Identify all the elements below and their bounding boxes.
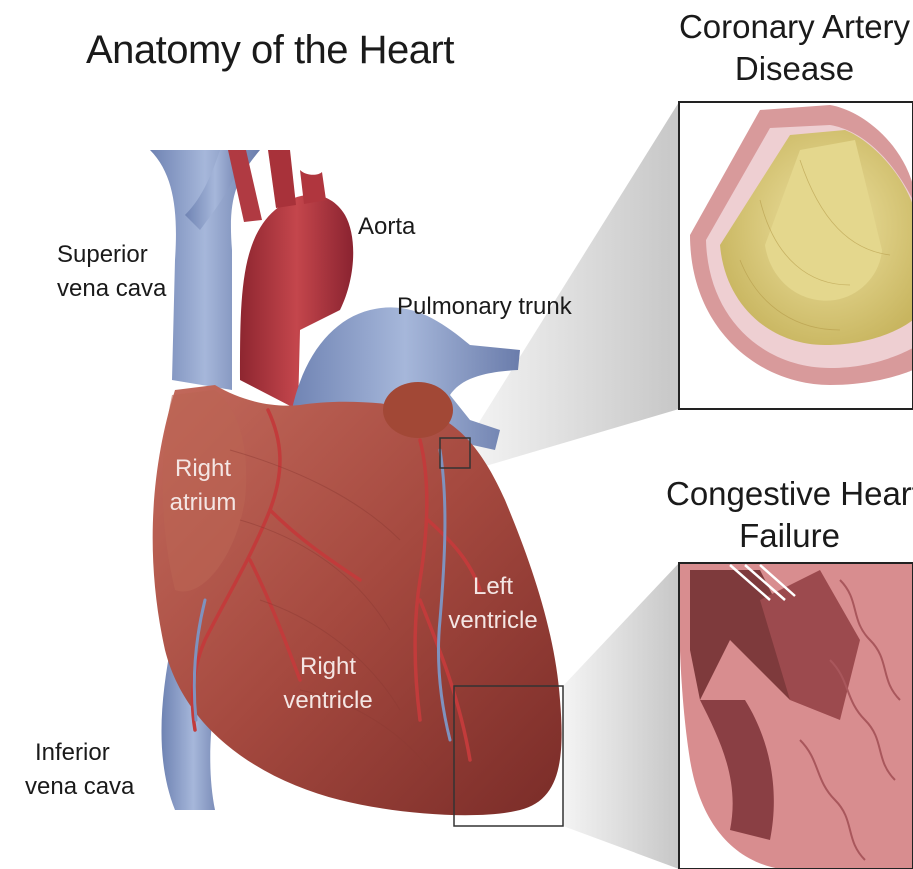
coronary-panel-art — [679, 102, 913, 409]
chf-title-line-1: Congestive Heart — [666, 473, 913, 515]
ivc-line-1: Inferior — [25, 736, 134, 770]
left-ventricle-line-1: Left — [440, 570, 546, 604]
aorta-branch-3 — [300, 170, 326, 204]
coronary-title-line-2: Disease — [676, 48, 913, 90]
right-ventricle-line-1: Right — [272, 650, 384, 684]
right-atrium-line-2: atrium — [158, 486, 248, 520]
left-ventricle-line-2: ventricle — [440, 604, 546, 638]
label-left-ventricle: Left ventricle — [440, 570, 546, 638]
left-atrium-appendage — [383, 382, 453, 438]
coronary-callout-wedge — [468, 102, 679, 470]
coronary-title-line-1: Coronary Artery — [676, 6, 913, 48]
label-aorta: Aorta — [358, 210, 415, 244]
diagram-title: Anatomy of the Heart — [86, 28, 454, 73]
label-right-ventricle: Right ventricle — [272, 650, 384, 718]
chf-title-line-2: Failure — [666, 515, 913, 557]
right-ventricle-line-2: ventricle — [272, 684, 384, 718]
label-right-atrium: Right atrium — [158, 452, 248, 520]
label-pulmonary-trunk: Pulmonary trunk — [397, 290, 572, 324]
ivc-line-2: vena cava — [25, 770, 134, 804]
label-inferior-vena-cava: Inferior vena cava — [25, 736, 134, 804]
right-atrium-line-1: Right — [158, 452, 248, 486]
chf-panel-title: Congestive Heart Failure — [666, 473, 913, 557]
coronary-panel-title: Coronary Artery Disease — [676, 6, 913, 90]
aorta-branch-2 — [268, 150, 296, 208]
chf-panel-art — [679, 563, 913, 869]
chf-callout-wedge — [563, 563, 679, 869]
svc-line-2: vena cava — [57, 272, 166, 306]
label-superior-vena-cava: Superior vena cava — [57, 238, 166, 306]
svc-line-1: Superior — [57, 238, 166, 272]
